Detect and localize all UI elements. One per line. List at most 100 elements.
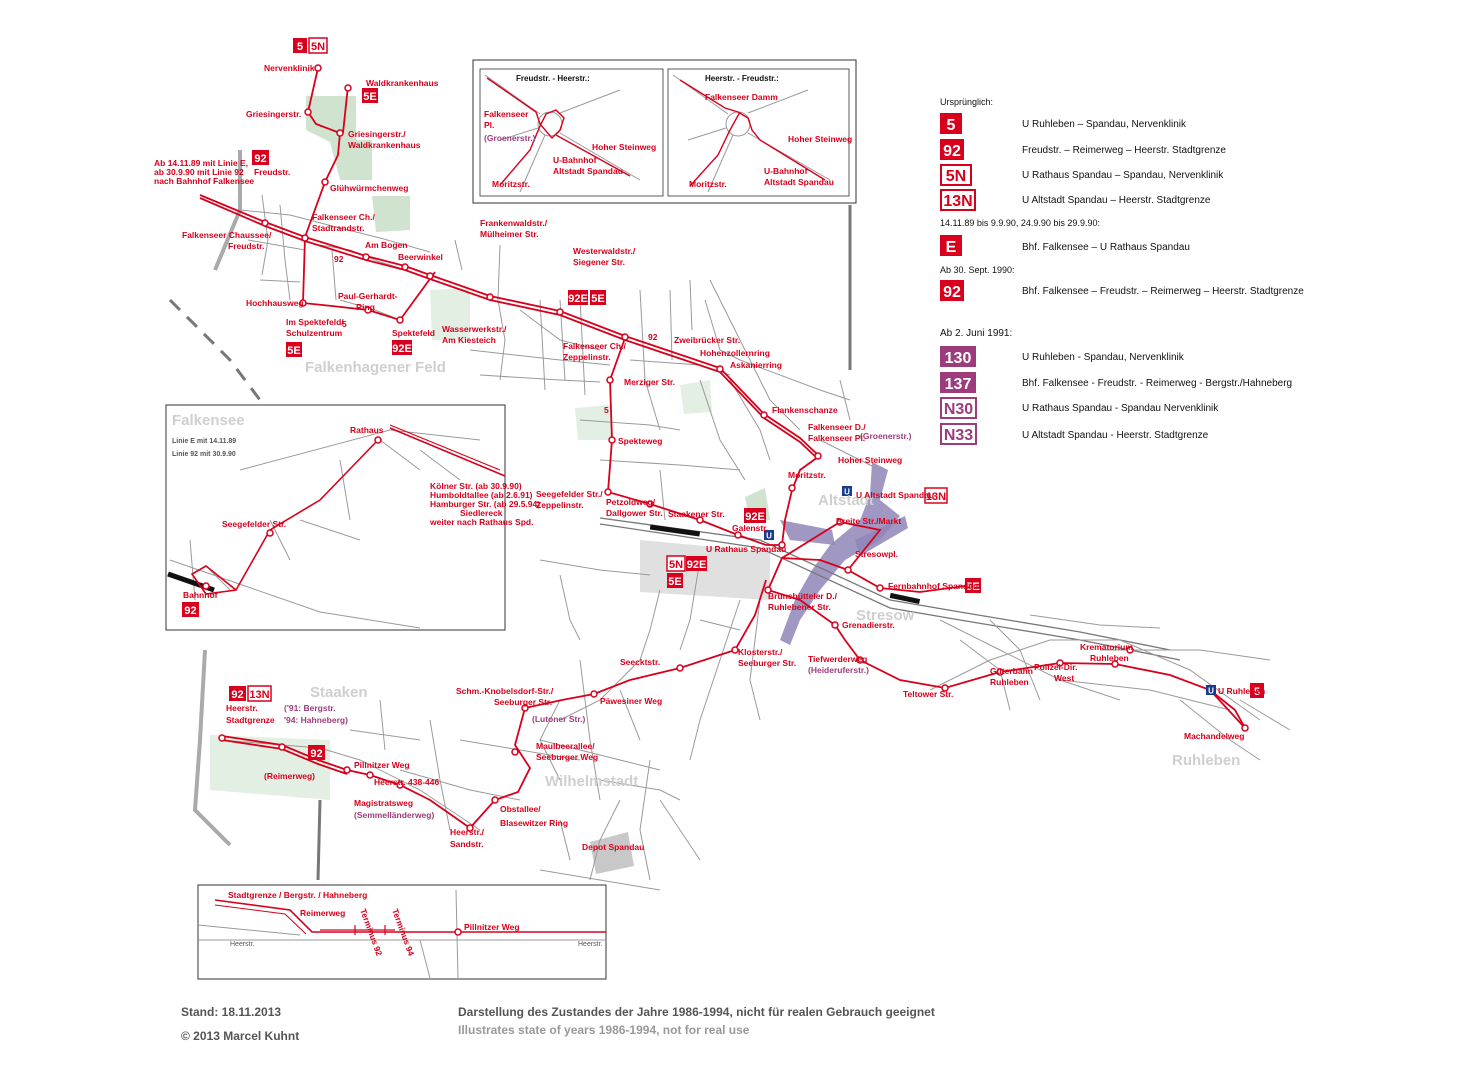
stop-label: West (1054, 673, 1074, 683)
footer-stand: Stand: 18.11.2013 (181, 1005, 281, 1019)
stop-label: Schulzentrum (286, 328, 343, 338)
district-label: Ruhleben (1172, 752, 1240, 769)
svg-text:Hoher Steinweg: Hoher Steinweg (788, 134, 852, 144)
legend: Ursprünglich: 5 U Ruhleben – Spandau, Ne… (940, 97, 1304, 445)
stop-marker (364, 306, 372, 314)
stop-label: Seeburger Str. (494, 697, 552, 707)
stop-label: Petzoldweg/ (606, 497, 656, 507)
svg-text:Falkenseer Damm: Falkenseer Damm (705, 92, 778, 102)
badge-92: 92 (308, 745, 325, 760)
badge-92e: 92E (744, 508, 766, 523)
stop-label: Galenstr. (732, 523, 768, 533)
stop-label: Blasewitzer Ring (500, 818, 568, 828)
stop-label: Depot Spandau (582, 842, 644, 852)
stop-marker (486, 293, 494, 301)
stop-label: Krematorium (1080, 642, 1133, 652)
stop-label: Staakener Str. (668, 509, 725, 519)
stop-marker (941, 684, 949, 692)
stop-label: Obstallee/ (500, 804, 541, 814)
stop-label: Schm.-Knobelsdorf-Str./ (456, 686, 554, 696)
stop-label: Am Kiesteich (442, 335, 496, 345)
badge-5: 5 (293, 38, 307, 53)
stop-label: Westerwaldstr./ (573, 246, 636, 256)
svg-text:U: U (766, 532, 772, 541)
stop-marker (836, 518, 844, 526)
stop-label: Glühwürmchenweg (330, 183, 408, 193)
badge-5: 5 (1250, 683, 1264, 698)
stop-label: Klosterstr./ (738, 647, 783, 657)
svg-text:N33: N33 (944, 427, 973, 444)
badge-5e: 5E (667, 573, 683, 588)
stop-label: Grenadierstr. (842, 620, 895, 630)
footer: Stand: 18.11.2013 © 2013 Marcel Kuhnt Da… (181, 1005, 935, 1043)
stop-label: Wasserwerkstr./ (442, 324, 507, 334)
svg-text:Moritzstr.: Moritzstr. (689, 179, 727, 189)
stop-marker (831, 621, 839, 629)
svg-text:U: U (1208, 687, 1214, 696)
stop-label: Freudstr. (228, 241, 264, 251)
stop-label: Ruhlebener Str. (768, 602, 831, 612)
badge-5n: 5N (308, 37, 328, 54)
stop-label: Beerwinkel (398, 252, 443, 262)
legend-row: 5 U Ruhleben – Spandau, Nervenklinik (940, 113, 1187, 134)
stop-label: Spekteweg (618, 436, 662, 446)
inset-bottom: Stadtgrenze / Bergstr. / Hahneberg Reime… (197, 884, 607, 980)
stop-marker (344, 84, 352, 92)
svg-text:Heerstr. - Freudstr.:: Heerstr. - Freudstr.: (705, 74, 779, 83)
svg-text:Siedlereck: Siedlereck (460, 508, 503, 518)
rail-station-bar (889, 592, 921, 605)
svg-text:92: 92 (334, 254, 344, 264)
stop-label: Ring (356, 302, 375, 312)
svg-text:Heerstr.: Heerstr. (578, 941, 603, 948)
svg-text:Ursprünglich:: Ursprünglich: (940, 97, 993, 107)
stop-marker (521, 704, 529, 712)
badge-5e: 5E (362, 88, 378, 103)
svg-text:Bhf. Falkensee – U Rathaus Spa: Bhf. Falkensee – U Rathaus Spandau (1022, 242, 1190, 253)
stop-label: Falkenseer Chaussee/ (182, 230, 272, 240)
badge-5n: 5N (666, 555, 686, 572)
stop-label: Fernbahnhof Spandau (888, 581, 978, 591)
stop-label: Askanierring (730, 360, 782, 370)
legend-row: 5N U Rathaus Spandau – Spandau, Nervenkl… (940, 164, 1224, 186)
stop-marker (426, 272, 434, 280)
svg-text:5E: 5E (591, 293, 604, 305)
stop-label: Breite Str./Markt (836, 516, 901, 526)
stop-marker (299, 299, 307, 307)
route-number-tags: 92 5 92 5 (334, 254, 658, 415)
depot-area (590, 832, 634, 874)
svg-text:Linie E mit 14.11.89: Linie E mit 14.11.89 (172, 438, 236, 445)
svg-text:weiter nach Rathaus Spd.: weiter nach Rathaus Spd. (429, 517, 533, 527)
svg-text:ab 30.9.90 mit Linie 92: ab 30.9.90 mit Linie 92 (154, 167, 244, 177)
stop-label: Seegefelder Str./ (536, 489, 603, 499)
footer-copyright: © 2013 Marcel Kuhnt (181, 1029, 299, 1043)
stop-label: Güterbahn (990, 666, 1033, 676)
svg-text:5N: 5N (311, 41, 325, 53)
svg-text:92: 92 (184, 605, 196, 617)
svg-text:92E: 92E (392, 343, 412, 355)
svg-text:130: 130 (945, 350, 972, 367)
stop-label: Merziger Str. (624, 377, 675, 387)
svg-text:Bhf. Falkensee – Freudstr. – R: Bhf. Falkensee – Freudstr. – Reimerweg –… (1022, 286, 1304, 297)
stop-label: Falkenseer Ch./ (563, 341, 626, 351)
route-badges: 5 5N 5E 92 92E 5E 5E 92E 13N 92E 5N 92E … (229, 37, 1264, 760)
district-labels: Falkenhagener Feld Staaken Wilhelmstadt … (305, 359, 1240, 790)
badge-5e: 5E (965, 578, 981, 593)
note-e92: Ab 14.11.89 mit Linie E, ab 30.9.90 mit … (154, 158, 254, 186)
stop-label: Teltower Str. (903, 689, 953, 699)
stop-label: Brunsbütteler D./ (768, 591, 838, 601)
stop-label: Im Spektefeld/ (286, 317, 344, 327)
stop-marker (606, 376, 614, 384)
svg-text:Ab 2. Juni 1991:: Ab 2. Juni 1991: (940, 328, 1012, 339)
stop-label: Griesingerstr./ (348, 129, 406, 139)
stop-marker (778, 541, 786, 549)
legend-row: E Bhf. Falkensee – U Rathaus Spandau (940, 235, 1190, 256)
stop-marker (608, 436, 616, 444)
stop-label: Magistratsweg (354, 798, 413, 808)
stop-label: Seecktstr. (620, 657, 660, 667)
stop-label: Pillnitzer Weg (354, 760, 410, 770)
stop-label: Stresowpl. (855, 549, 898, 559)
stop-marker (676, 664, 684, 672)
svg-text:14.11.89 bis 9.9.90, 24.9.90 b: 14.11.89 bis 9.9.90, 24.9.90 bis 29.9.90… (940, 218, 1100, 228)
svg-text:13N: 13N (926, 491, 946, 503)
street-network (168, 150, 1291, 891)
